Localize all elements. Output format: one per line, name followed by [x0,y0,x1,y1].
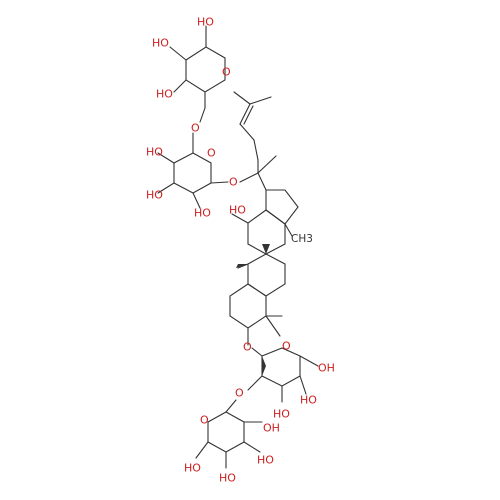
me-c14: CH3 [291,233,313,245]
glc2-ch2oh: OH [318,362,335,375]
glc3-oh-3: HO [257,454,274,467]
xyl-oh-bottom: HO [156,88,173,101]
ring-c [231,209,293,255]
side-chain [233,91,277,191]
glc1-oh-2: HO [194,207,211,220]
glc3-ch2oh: HO [184,462,201,475]
glc2-ring-o: O [282,340,291,353]
glucose-ring-upper [157,132,229,209]
atom-labels: HO HO HO O O O HO HO HO O HO CH3 O O OH … [146,16,335,485]
glc3-oh-4: HO [219,472,236,485]
glc2-oh-4: HO [300,394,317,407]
c20-o: O [229,176,238,189]
link-o-upper: O [191,122,200,135]
ring-d [265,189,299,225]
glc1-oh-4: HO [146,146,163,159]
link-o-lower: O [235,387,244,400]
glucose-ring-bottom [195,399,263,469]
glc2-oh-3: HO [273,408,290,421]
xyl-oh-left: HO [152,37,169,50]
c3-o: O [243,341,252,354]
ring-b [237,253,286,297]
glc1-oh-3: HO [146,189,163,202]
xyl-oh-top: HO [197,16,214,29]
glc3-ring-o: O [200,414,209,427]
top-sugar-ring [169,25,226,123]
glc3-oh-2: OH [263,422,280,435]
ring-a [229,283,283,346]
stereo-wedges [236,244,270,376]
glc1-ring-o: O [207,147,216,160]
xyl-ring-o: O [222,66,231,79]
c12-oh: HO [229,204,246,217]
